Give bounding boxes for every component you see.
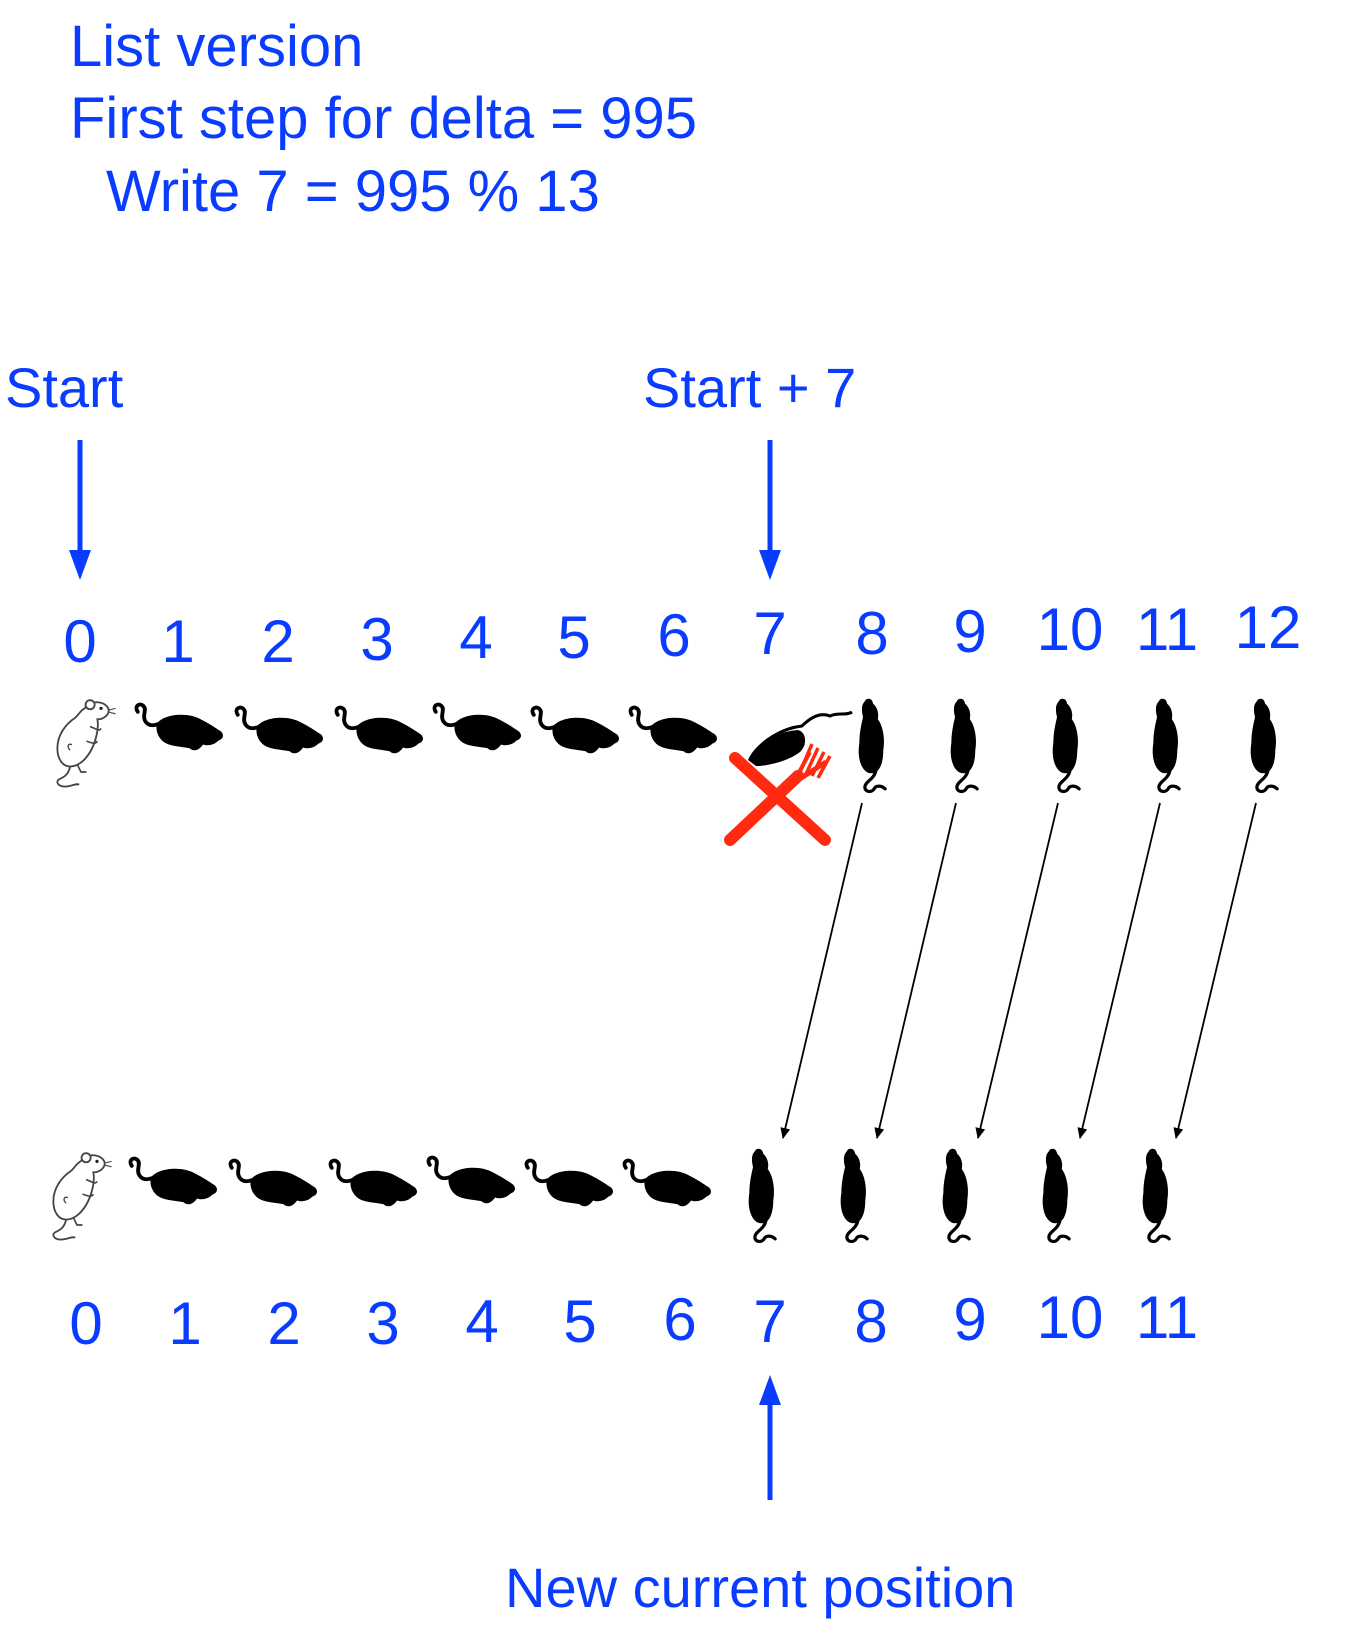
bottom-index-3: 3: [366, 1290, 400, 1357]
header-line-3: Write 7 = 995 % 13: [106, 159, 600, 224]
top-index-11: 11: [1135, 596, 1199, 663]
bottom-index-1: 1: [168, 1290, 202, 1357]
bottom-mouse-5-lying: [524, 1158, 615, 1209]
bottom-mouse-2-lying: [228, 1158, 319, 1209]
top-index-5: 5: [557, 604, 591, 671]
top-mouse-8-standing: [856, 697, 887, 794]
bottom-index-6: 6: [663, 1286, 697, 1353]
bottom-index-5: 5: [563, 1288, 597, 1355]
top-index-4: 4: [459, 604, 493, 671]
start-label: Start: [5, 356, 124, 419]
shift-arrow-12-to-11: [1173, 802, 1257, 1139]
shift-arrow-11-to-10: [1077, 802, 1161, 1139]
top-mouse-9-standing: [948, 697, 979, 794]
top-mouse-6-lying: [628, 705, 719, 756]
top-mouse-11-standing: [1150, 697, 1181, 794]
top-index-6: 6: [657, 602, 691, 669]
top-mouse-0-white: [56, 699, 117, 788]
bottom-index-2: 2: [267, 1290, 301, 1357]
top-mouse-3-lying: [334, 705, 425, 756]
top-mouse-10-standing: [1050, 697, 1081, 794]
top-mouse-7-eaten: [748, 710, 853, 766]
top-mouse-2-lying: [234, 705, 325, 756]
bottom-mouse-6-lying: [622, 1158, 713, 1209]
shift-arrow-8-to-7: [780, 802, 863, 1139]
shift-arrow-10-to-9: [975, 802, 1059, 1139]
start-pointer-arrow: [69, 440, 91, 580]
bottom-index-0: 0: [69, 1290, 103, 1357]
bottom-mouse-9-standing: [940, 1147, 971, 1244]
new-position-pointer-arrow: [759, 1375, 781, 1500]
top-mouse-1-lying: [134, 702, 225, 753]
top-mouse-12-standing: [1248, 697, 1279, 794]
top-index-10: 10: [1036, 596, 1104, 663]
fork-knife-cross-icon: [724, 743, 832, 846]
bottom-index-8: 8: [854, 1288, 888, 1355]
bottom-index-7: 7: [753, 1288, 787, 1355]
bottom-mouse-3-lying: [328, 1158, 419, 1209]
bottom-mouse-7-standing: [746, 1147, 777, 1244]
top-index-7: 7: [753, 600, 787, 667]
bottom-mouse-0-white: [52, 1152, 113, 1241]
top-index-12: 12: [1234, 594, 1302, 661]
top-index-1: 1: [161, 608, 195, 675]
bottom-index-4: 4: [465, 1288, 499, 1355]
start-plus-label: Start + 7: [643, 356, 857, 419]
top-index-0: 0: [63, 608, 97, 675]
header-line-2: First step for delta = 995: [70, 86, 698, 151]
top-mouse-4-lying: [432, 702, 523, 753]
bottom-index-9: 9: [953, 1286, 987, 1353]
start-plus-pointer-arrow: [759, 440, 781, 580]
top-index-3: 3: [360, 606, 394, 673]
bottom-mouse-4-lying: [426, 1155, 517, 1206]
top-index-8: 8: [855, 600, 889, 667]
top-mouse-5-lying: [530, 705, 621, 756]
top-index-9: 9: [953, 598, 987, 665]
header-line-1: List version: [70, 14, 364, 79]
bottom-mouse-8-standing: [838, 1147, 869, 1244]
bottom-mouse-11-standing: [1140, 1147, 1171, 1244]
bottom-index-11: 11: [1135, 1284, 1199, 1351]
shift-arrow-9-to-8: [874, 802, 957, 1139]
top-index-2: 2: [261, 608, 295, 675]
bottom-mouse-10-standing: [1040, 1147, 1071, 1244]
bottom-index-10: 10: [1036, 1284, 1104, 1351]
bottom-mouse-1-lying: [128, 1156, 219, 1207]
new-position-label: New current position: [505, 1556, 1016, 1619]
